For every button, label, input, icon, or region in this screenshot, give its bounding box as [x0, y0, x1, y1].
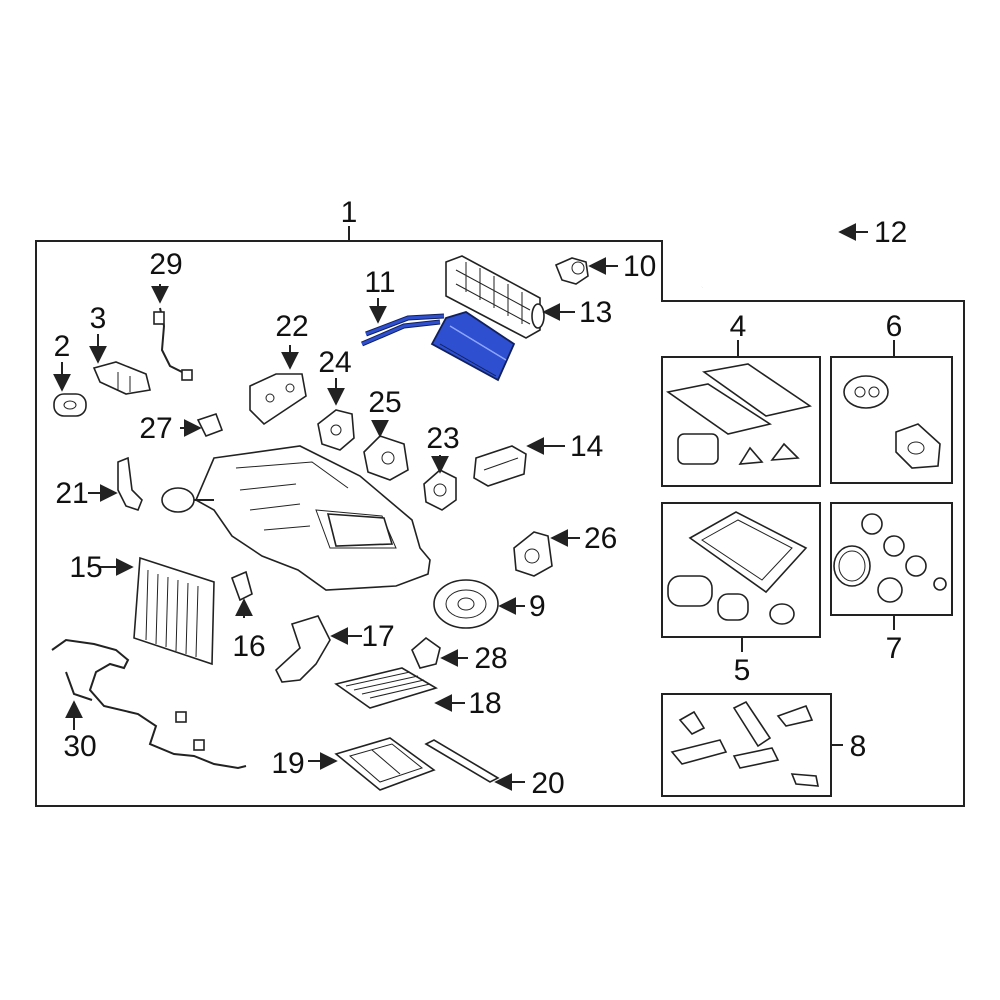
part-4-seal-kit[interactable] — [666, 363, 812, 465]
callout-28: 28 — [474, 642, 507, 675]
part-25-actuator[interactable] — [363, 435, 409, 481]
part-21-bracket[interactable] — [117, 456, 143, 511]
part-10-valve[interactable] — [554, 257, 589, 285]
part-19-filter-frame[interactable] — [334, 737, 436, 791]
part-2-grommet[interactable] — [53, 393, 87, 417]
callout-12: 12 — [874, 216, 907, 249]
callout-2: 2 — [54, 330, 71, 363]
part-30-harness[interactable] — [51, 638, 247, 770]
leader-lines — [53, 223, 895, 791]
kit-box-6 — [830, 356, 953, 484]
part-18-filter[interactable] — [334, 667, 438, 709]
callout-15: 15 — [69, 551, 102, 584]
part-12-hose[interactable] — [700, 203, 834, 288]
callout-20: 20 — [531, 767, 564, 800]
part-5-seal-kit[interactable] — [667, 511, 808, 625]
callout-13: 13 — [579, 296, 612, 329]
callout-1: 1 — [341, 196, 358, 229]
callout-14: 14 — [570, 430, 603, 463]
callout-labels: 1 29 3 2 11 10 13 12 22 24 25 23 27 14 2… — [54, 196, 908, 800]
callout-18: 18 — [468, 687, 501, 720]
part-14-resistor[interactable] — [473, 445, 527, 487]
part-28-sensor[interactable] — [411, 636, 441, 669]
callout-22: 22 — [275, 310, 308, 343]
callout-27: 27 — [139, 412, 172, 445]
callout-5: 5 — [734, 654, 751, 687]
callout-29: 29 — [149, 248, 182, 281]
part-13-duct[interactable] — [445, 255, 545, 339]
callout-11: 11 — [364, 266, 395, 299]
part-11-heater-core[interactable] — [361, 311, 516, 382]
part-29-lead[interactable] — [153, 307, 193, 381]
part-7-oring-kit[interactable] — [833, 513, 947, 603]
part-15-evaporator[interactable] — [133, 556, 215, 666]
callout-4: 4 — [730, 310, 747, 343]
callout-10: 10 — [623, 250, 656, 283]
part-8-link-kit[interactable] — [670, 700, 819, 787]
callout-17: 17 — [361, 620, 394, 653]
kit-box-4 — [661, 356, 821, 487]
callout-24: 24 — [318, 346, 351, 379]
callout-16: 16 — [232, 630, 265, 663]
kit-box-7 — [830, 502, 953, 616]
part-3-sensor[interactable] — [92, 361, 151, 395]
callout-21: 21 — [55, 477, 88, 510]
callout-3: 3 — [90, 302, 107, 335]
callout-6: 6 — [886, 310, 903, 343]
part-23-actuator[interactable] — [423, 469, 457, 511]
callout-26: 26 — [584, 522, 617, 555]
part-22-bracket[interactable] — [249, 373, 307, 426]
callout-25: 25 — [368, 386, 401, 419]
part-26-actuator[interactable] — [513, 531, 553, 577]
part-1-hvac-housing[interactable] — [161, 445, 431, 591]
assembly-boundary — [35, 240, 965, 807]
callout-7: 7 — [886, 632, 903, 665]
callout-8: 8 — [850, 730, 867, 763]
callout-9: 9 — [529, 590, 546, 623]
part-27-clip[interactable] — [196, 412, 224, 438]
callout-19: 19 — [271, 747, 304, 780]
part-17-duct[interactable] — [275, 615, 331, 683]
part-9-blower[interactable] — [433, 579, 499, 629]
part-16-valve[interactable] — [230, 570, 253, 602]
part-20-seal[interactable] — [424, 739, 500, 783]
part-6-gasket-kit[interactable] — [843, 375, 941, 469]
callout-23: 23 — [426, 422, 459, 455]
part-24-actuator[interactable] — [317, 409, 355, 451]
callout-30: 30 — [63, 730, 96, 763]
